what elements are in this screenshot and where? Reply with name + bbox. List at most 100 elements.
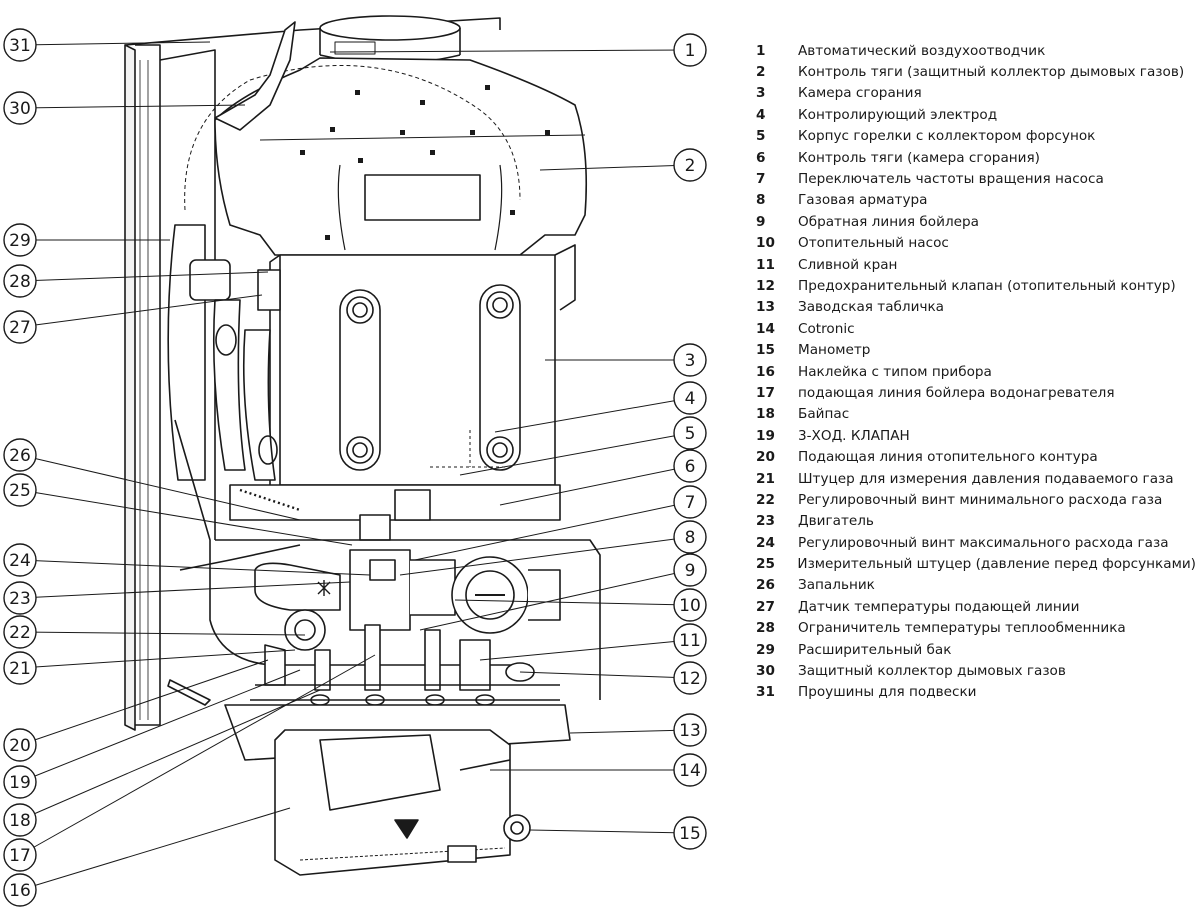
legend-number: 6: [756, 149, 766, 166]
callout-circle-16: [3, 873, 37, 907]
legend-number: 12: [756, 277, 775, 294]
callout-number-31: 31: [9, 36, 31, 56]
callout-circle-10: [673, 588, 707, 622]
legend-label: Подающая линия отопительного контура: [798, 449, 1098, 466]
legend-label: Измерительный штуцер (давление перед фор…: [797, 556, 1196, 573]
legend-number: 4: [756, 106, 766, 123]
legend-label: Контроль тяги (защитный коллектор дымовы…: [798, 64, 1185, 81]
callout-circle-4: [673, 381, 707, 415]
callout-number-20: 20: [9, 736, 31, 756]
callout-number-23: 23: [9, 589, 31, 609]
callout-number-12: 12: [679, 669, 701, 689]
callout-leader-28: [19, 271, 269, 282]
callout-leader-30: [19, 104, 246, 109]
legend-number: 11: [756, 256, 775, 273]
legend-item: 2 Контроль тяги (защитный коллектор дымов…: [756, 61, 1196, 82]
callout-number-18: 18: [9, 811, 31, 831]
legend-label: Обратная линия бойлера: [798, 213, 979, 230]
legend-number: 23: [756, 513, 775, 530]
legend-number: 27: [756, 598, 775, 615]
callout-leader-18: [19, 689, 321, 821]
legend-item: 16 Наклейка с типом прибора: [756, 361, 1196, 382]
legend-label: Проушины для подвески: [798, 684, 977, 701]
legend-number: 2: [756, 64, 766, 81]
legend-number: 5: [756, 128, 766, 145]
legend-number: 28: [756, 620, 775, 637]
legend-number: 7: [756, 171, 766, 188]
legend-label: Запальник: [798, 577, 875, 594]
legend-label: Корпус горелки с коллектором форсунок: [798, 128, 1096, 145]
callout-leader-2: [539, 164, 691, 171]
legend-number: 19: [756, 427, 775, 444]
callout-leader-15: [529, 829, 691, 834]
callout-circle-12: [673, 661, 707, 695]
callout-leader-4: [494, 397, 691, 433]
legend-number: 13: [756, 299, 775, 316]
callout-leader-11: [479, 639, 691, 661]
legend-number: 9: [756, 213, 766, 230]
callout-circle-8: [673, 520, 707, 554]
callout-leader-22: [19, 631, 306, 636]
callout-number-4: 4: [685, 389, 696, 409]
callout-circle-31: [3, 28, 37, 62]
callout-leader-20: [19, 659, 269, 746]
legend-item: 11 Сливной кран: [756, 254, 1196, 275]
legend-number: 30: [756, 663, 775, 680]
legend-label: Датчик температуры подающей линии: [798, 598, 1080, 615]
legend-label: Наклейка с типом прибора: [798, 363, 992, 380]
legend-number: 15: [756, 342, 775, 359]
callout-number-13: 13: [679, 721, 701, 741]
callout-leader-16: [19, 807, 291, 891]
legend-label: Контролирующий электрод: [798, 106, 998, 123]
callout-circle-21: [3, 651, 37, 685]
legend-label: Сливной кран: [798, 256, 898, 273]
callout-circle-28: [3, 264, 37, 298]
legend-label: подающая линия бойлера водонагревателя: [798, 384, 1115, 401]
callout-leader-21: [19, 649, 296, 669]
callout-leader-9: [419, 569, 691, 631]
callout-leader-17: [19, 654, 376, 856]
callout-circle-27: [3, 310, 37, 344]
callout-circle-3: [673, 343, 707, 377]
callout-circle-15: [673, 816, 707, 850]
callout-circle-13: [673, 713, 707, 747]
legend-number: 31: [756, 684, 775, 701]
legend-label: Регулировочный винт минимального расхода…: [798, 491, 1163, 508]
legend-number: 17: [756, 384, 775, 401]
legend-label: 3-ХОД. КЛАПАН: [798, 427, 910, 444]
callout-number-5: 5: [685, 424, 696, 444]
callout-circle-19: [3, 765, 37, 799]
callout-number-14: 14: [679, 761, 701, 781]
legend-label: Расширительный бак: [798, 641, 952, 658]
callout-leader-23: [19, 581, 351, 599]
legend-item: 5 Корпус горелки с коллектором форсунок: [756, 126, 1196, 147]
legend-label: Отопительный насос: [798, 235, 949, 252]
callout-circle-23: [3, 581, 37, 615]
legend-label: Ограничитель температуры теплообменника: [798, 620, 1126, 637]
legend-label: Двигатель: [798, 513, 874, 530]
legend-number: 24: [756, 534, 775, 551]
callout-circle-24: [3, 543, 37, 577]
callout-circle-2: [673, 148, 707, 182]
callout-circle-6: [673, 449, 707, 483]
legend-item: 19 3-ХОД. КЛАПАН: [756, 425, 1196, 446]
callout-leader-7: [414, 501, 691, 561]
callout-circle-29: [3, 223, 37, 257]
legend-item: 6 Контроль тяги (камера сгорания): [756, 147, 1196, 168]
legend-number: 16: [756, 363, 775, 380]
boiler-illustration: [124, 15, 601, 876]
legend-label: Манометр: [798, 342, 871, 359]
legend-item: 23 Двигатель: [756, 511, 1196, 532]
callout-number-26: 26: [9, 446, 31, 466]
legend-label: Контроль тяги (камера сгорания): [798, 149, 1040, 166]
callout-circle-25: [3, 473, 37, 507]
callout-number-28: 28: [9, 272, 31, 292]
